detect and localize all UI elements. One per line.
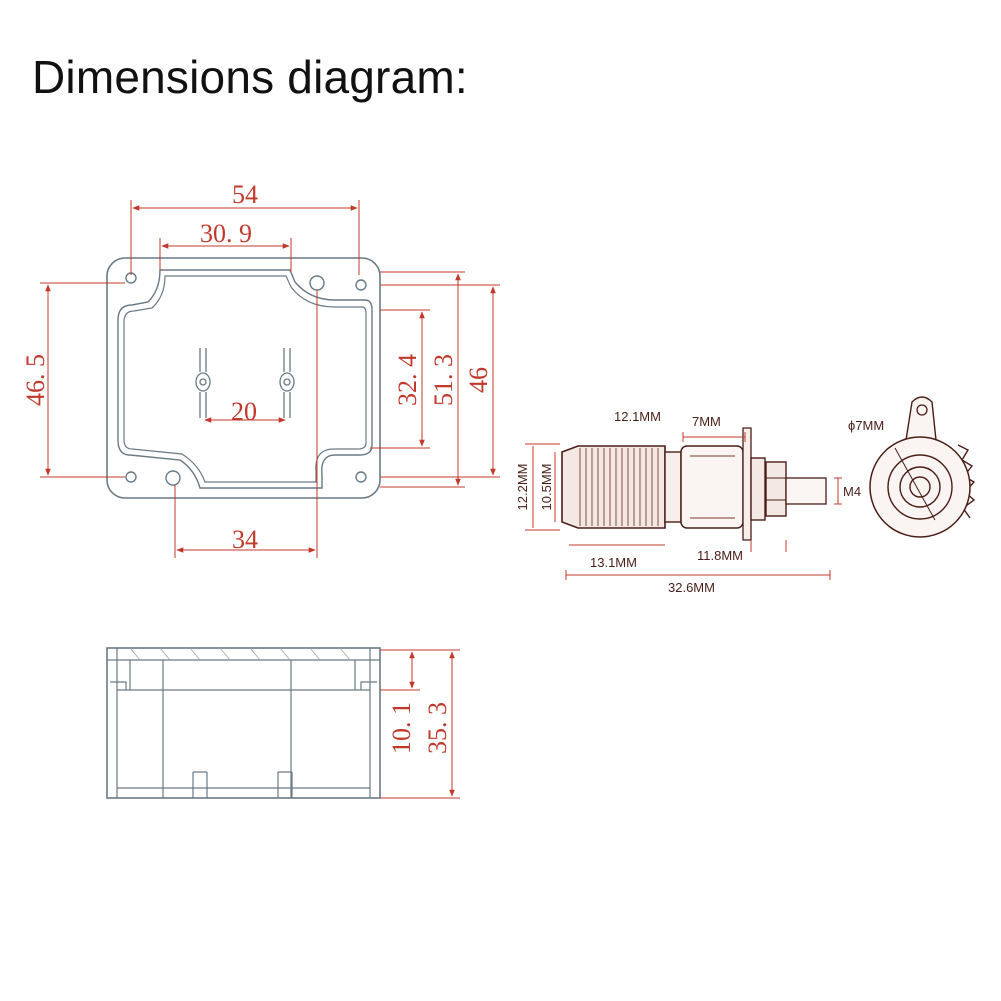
post-cap xyxy=(561,445,666,529)
side-view: 10. 1 35. 3 xyxy=(106,647,460,799)
post-body xyxy=(680,445,744,529)
dim-height-inner: 32. 4 xyxy=(393,354,422,406)
dim-cap-diameter: 12.1MM xyxy=(614,409,661,424)
post-thread xyxy=(785,477,827,505)
post-front-outer-icon xyxy=(869,436,971,538)
dim-height-inner: 10.5MM xyxy=(539,464,554,511)
dim-hole-diameter: ϕ7MM xyxy=(848,418,884,433)
dim-bottom-offset: 34 xyxy=(232,525,258,554)
dim-pin-spacing: 20 xyxy=(231,397,257,426)
dim-height-mid: 51. 3 xyxy=(429,354,458,406)
binding-post-front: ϕ7MM xyxy=(848,396,976,538)
post-collar xyxy=(664,451,682,523)
dim-total-height: 35. 3 xyxy=(423,702,452,754)
dim-total-length: 32.6MM xyxy=(668,580,715,595)
mount-hole-icon xyxy=(355,471,367,483)
post-nut-icon xyxy=(765,461,787,517)
dim-body-length: 7MM xyxy=(692,414,721,429)
terminal-pin-left xyxy=(195,348,211,418)
screw-boss-icon xyxy=(309,275,325,291)
enclosure-inner-wall-2 xyxy=(123,275,367,483)
screw-boss-icon xyxy=(165,470,181,486)
post-solder-lug xyxy=(742,427,752,541)
mount-hole-icon xyxy=(125,471,137,483)
binding-post-side: 12.1MM 7MM 12.2MM 10.5MM 13.1MM 11.8MM 3… xyxy=(515,409,861,595)
enclosure-outline xyxy=(106,257,381,499)
dim-nut-size: 11.8MM xyxy=(697,548,743,563)
dim-height-left: 46. 5 xyxy=(21,354,50,406)
dim-height-right: 46 xyxy=(464,367,493,393)
mount-hole-icon xyxy=(355,279,367,291)
post-lug-tab xyxy=(905,396,937,441)
page-title: Dimensions diagram: xyxy=(32,51,468,103)
dim-lid-height: 10. 1 xyxy=(387,702,416,754)
dim-thread: M4 xyxy=(843,484,861,499)
enclosure-inner-wall xyxy=(117,269,373,489)
dim-cap-length: 13.1MM xyxy=(590,555,637,570)
dim-width-outer: 54 xyxy=(232,180,258,209)
terminal-pin-right xyxy=(279,348,295,418)
enclosure-side-outline xyxy=(106,647,381,799)
dim-height-outer: 12.2MM xyxy=(515,464,530,511)
top-view: 54 30. 9 20 34 46. 5 32. 4 51. 3 46 xyxy=(21,180,500,558)
post-nut-icon xyxy=(750,457,766,521)
dim-width-inner: 30. 9 xyxy=(200,219,252,248)
post-hole-icon xyxy=(909,476,931,498)
